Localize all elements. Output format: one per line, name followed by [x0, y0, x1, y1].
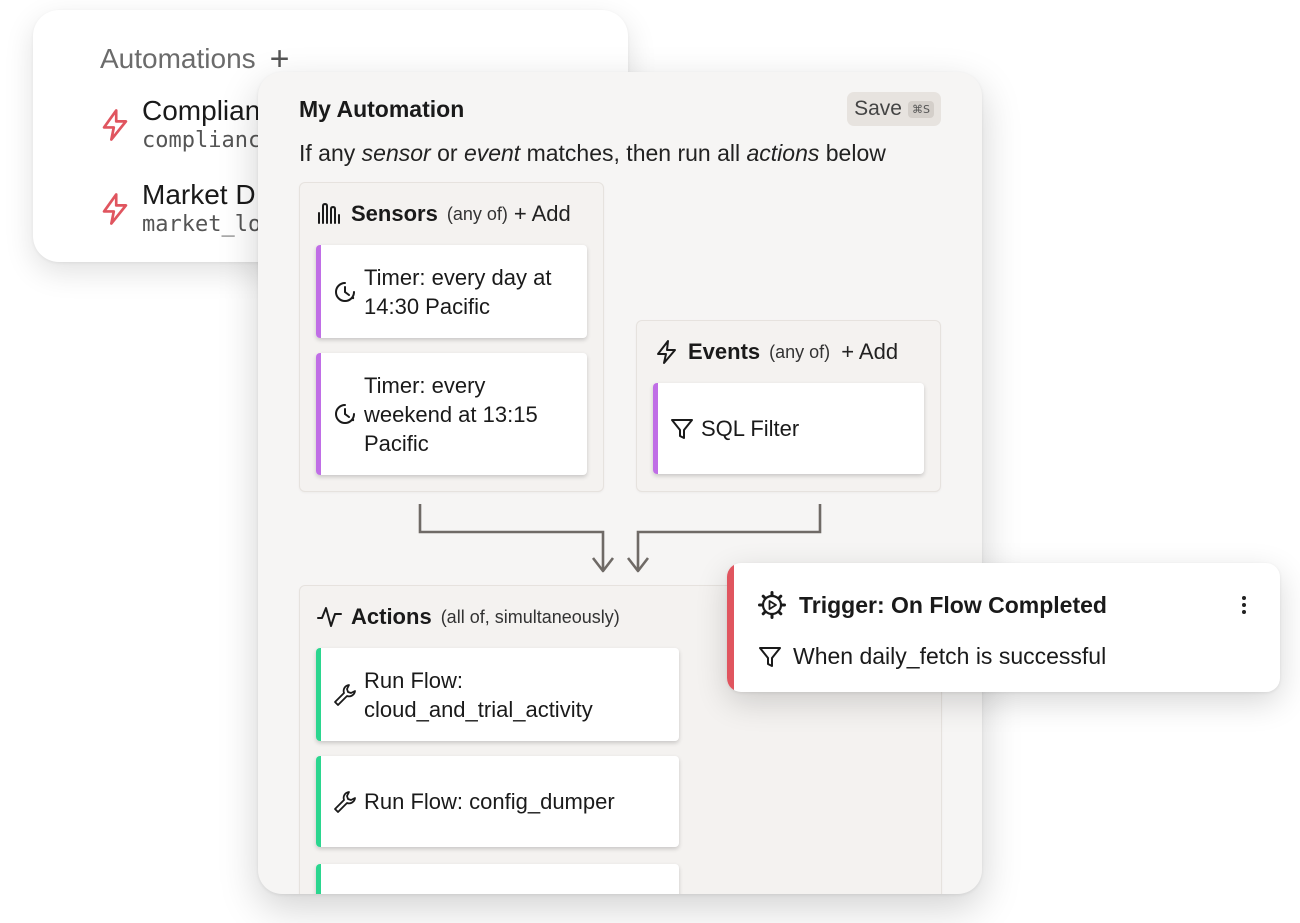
add-automation-button[interactable]: + — [269, 40, 290, 78]
sensor-tile[interactable]: Timer: every day at 14:30 Pacific — [316, 245, 587, 338]
clock-icon — [335, 281, 355, 302]
sensors-header: Sensors (any of) + Add — [317, 201, 571, 227]
automation-name: Market D — [142, 179, 256, 210]
wrench-icon — [334, 683, 356, 706]
sensor-label: Timer: every day at 14:30 Pacific — [364, 264, 552, 319]
flow-connector — [418, 504, 822, 573]
sensors-note: (any of) — [446, 203, 508, 224]
sensor-tile[interactable]: Timer: every weekend at 13:15 Pacific — [316, 353, 587, 475]
automation-description: If any sensor or event matches, then run… — [299, 140, 886, 166]
events-panel: Events (any of) + Add SQL Filter — [636, 320, 941, 492]
sensor-label: Timer: every weekend at 13:15 Pacific — [364, 372, 538, 456]
events-title: Events — [688, 339, 761, 364]
actions-header: Actions (all of, simultaneously) — [317, 604, 620, 630]
automation-name: Complian — [142, 95, 261, 126]
trigger-card[interactable]: Trigger: On Flow Completed When daily_fe… — [727, 563, 1280, 692]
action-tile[interactable]: Run Flow: cloud_and_trial_activity — [316, 648, 679, 741]
kebab-dot — [1242, 603, 1246, 607]
sensor-wave-icon — [318, 202, 340, 224]
action-accent-bar — [316, 864, 321, 894]
save-label: Save — [854, 97, 902, 120]
sensor-accent-bar — [316, 353, 321, 475]
automation-title: My Automation — [299, 96, 465, 122]
actions-title: Actions — [351, 604, 432, 629]
event-tile[interactable]: SQL Filter — [653, 383, 924, 474]
automation-slug: complianc — [142, 128, 262, 153]
save-button[interactable]: Save ⌘S — [847, 92, 941, 126]
add-event-button[interactable]: + Add — [841, 339, 899, 364]
action-tile[interactable]: Run Flow: config_dumper — [316, 756, 679, 847]
kebab-dot — [1242, 596, 1246, 600]
filter-icon — [759, 646, 781, 667]
action-label: Run Flow: config_dumper — [364, 789, 615, 814]
gear-play-icon — [758, 591, 786, 619]
wrench-icon — [334, 790, 356, 813]
events-header: Events (any of) + Add — [654, 339, 898, 365]
event-label: SQL Filter — [701, 416, 800, 441]
automations-title: Automations — [100, 43, 256, 74]
bolt-outline-icon — [657, 340, 676, 364]
filter-icon — [671, 418, 693, 439]
actions-note: (all of, simultaneously) — [440, 606, 620, 627]
save-shortcut: ⌘S — [907, 100, 934, 118]
bolt-icon — [102, 109, 128, 141]
trigger-condition: When daily_fetch is successful — [757, 643, 1106, 670]
bolt-icon — [102, 193, 128, 225]
automation-slug: market_lo — [142, 212, 262, 237]
action-label: Run Flow: cloud_and_trial_activity — [364, 667, 593, 722]
sensors-panel: Sensors (any of) + Add Timer: every day … — [299, 182, 604, 492]
event-accent-bar — [653, 383, 658, 474]
trigger-title: Trigger: On Flow Completed — [799, 591, 1107, 618]
trigger-condition-text: When daily_fetch is successful — [793, 643, 1107, 669]
trigger-header: Trigger: On Flow Completed — [757, 590, 1107, 620]
clock-icon — [335, 404, 355, 424]
kebab-dot — [1242, 610, 1246, 614]
add-sensor-button[interactable]: + Add — [513, 201, 571, 226]
action-accent-bar — [316, 756, 321, 847]
automations-header: Automations + — [100, 42, 290, 76]
sensors-title: Sensors — [351, 201, 438, 226]
automation-list-item[interactable]: Market D market_lo — [100, 178, 261, 238]
sensor-accent-bar — [316, 245, 321, 338]
trigger-accent-bar — [727, 563, 734, 692]
automation-editor: My Automation Save ⌘S If any sensor or e… — [258, 72, 982, 894]
more-options-button[interactable] — [1238, 593, 1250, 617]
automation-list-item[interactable]: Complian complianc — [100, 94, 261, 154]
events-note: (any of) — [769, 341, 831, 362]
activity-icon — [317, 607, 342, 627]
action-tile[interactable] — [316, 864, 679, 894]
action-accent-bar — [316, 648, 321, 741]
